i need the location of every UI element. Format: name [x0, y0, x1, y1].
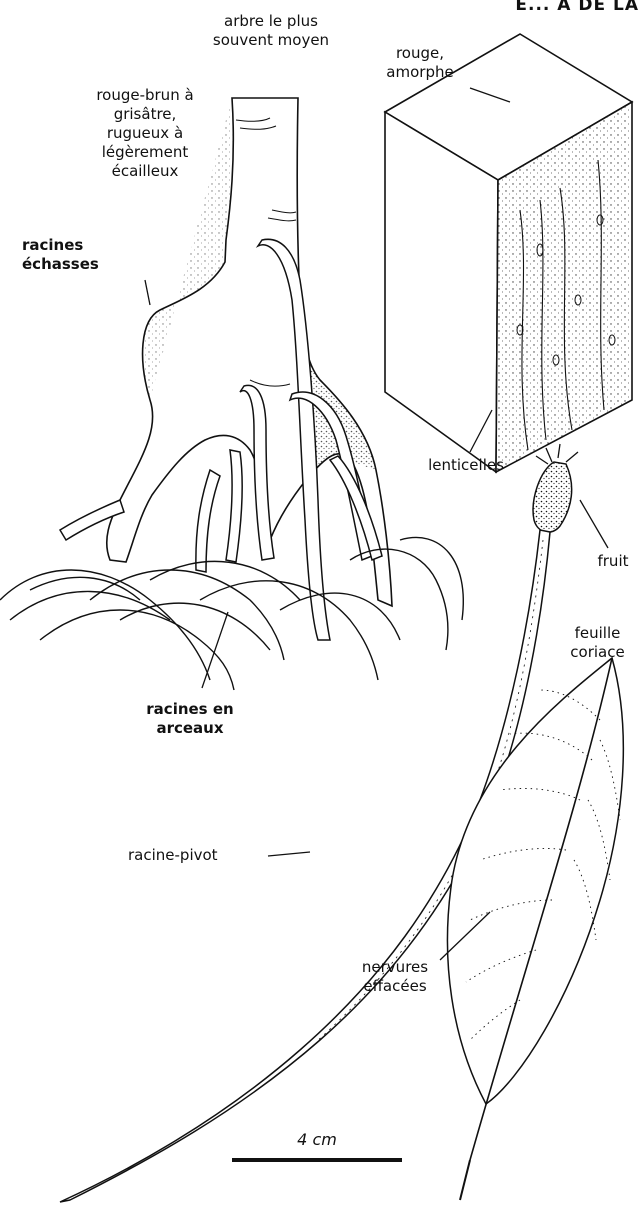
label-wood: rouge, amorphe	[360, 44, 480, 82]
label-wood-line1: rouge,	[360, 44, 480, 63]
label-tree-size: arbre le plus souvent moyen	[186, 12, 356, 50]
label-tree-size-line2: souvent moyen	[186, 31, 356, 50]
scale-label: 4 cm	[262, 1130, 372, 1149]
wood-block	[385, 34, 632, 472]
label-veins: nervures effacées	[340, 958, 450, 996]
label-stilt-roots-line2: échasses	[22, 255, 122, 274]
label-bark-line2: grisâtre,	[70, 105, 220, 124]
label-bark-line4: légèrement	[70, 143, 220, 162]
label-leaf: feuille coriace	[556, 624, 639, 662]
label-stilt-roots: racines échasses	[22, 236, 122, 274]
label-fruit: fruit	[588, 552, 638, 571]
label-veins-line2: effacées	[340, 977, 450, 996]
label-bark-line5: écailleux	[70, 162, 220, 181]
label-bark: rouge-brun à grisâtre, rugueux à légèrem…	[70, 86, 220, 181]
label-lenticels: lenticelles	[406, 456, 526, 475]
label-arch-roots-line1: racines en	[120, 700, 260, 719]
label-taproot: racine-pivot	[128, 846, 268, 865]
header-fragment: E... A DE LA	[439, 0, 639, 15]
label-arch-roots-line2: arceaux	[120, 719, 260, 738]
label-veins-line1: nervures	[340, 958, 450, 977]
label-bark-line3: rugueux à	[70, 124, 220, 143]
label-stilt-roots-line1: racines	[22, 236, 122, 255]
label-leaf-line1: feuille	[556, 624, 639, 643]
label-leaf-line2: coriace	[556, 643, 639, 662]
label-bark-line1: rouge-brun à	[70, 86, 220, 105]
leaf	[447, 658, 623, 1200]
label-arch-roots: racines en arceaux	[120, 700, 260, 738]
label-tree-size-line1: arbre le plus	[186, 12, 356, 31]
label-wood-line2: amorphe	[360, 63, 480, 82]
